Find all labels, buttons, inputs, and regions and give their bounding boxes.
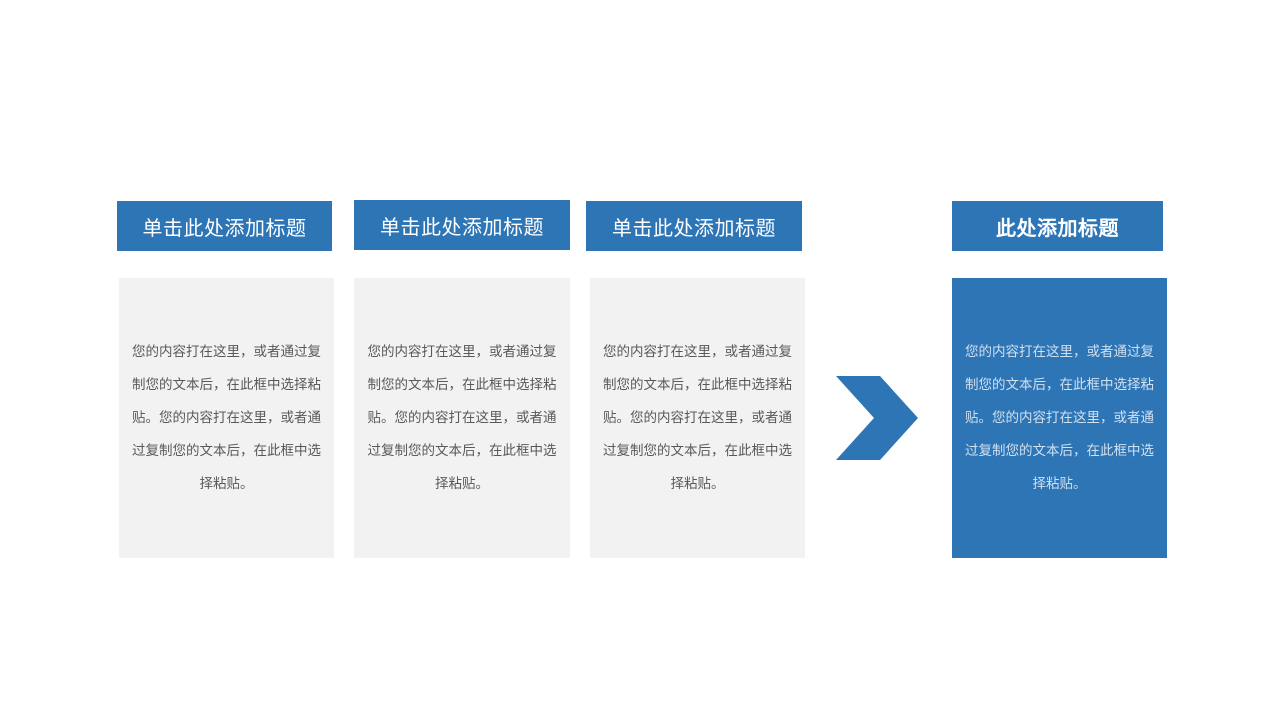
chevron-right-icon — [836, 376, 918, 460]
result-title[interactable]: 此处添加标题 — [952, 201, 1163, 251]
column-3-title-text: 单击此处添加标题 — [612, 215, 776, 240]
column-3-content-box[interactable]: 您的内容打在这里，或者通过复制您的文本后，在此框中选择粘贴。您的内容打在这里，或… — [590, 278, 805, 558]
column-1-title-text: 单击此处添加标题 — [142, 215, 307, 240]
column-2-body-text: 您的内容打在这里，或者通过复制您的文本后，在此框中选择粘贴。您的内容打在这里，或… — [367, 343, 557, 492]
column-3-body-text: 您的内容打在这里，或者通过复制您的文本后，在此框中选择粘贴。您的内容打在这里，或… — [603, 343, 792, 492]
column-2-title[interactable]: 单击此处添加标题 — [354, 200, 570, 250]
column-3-title[interactable]: 单击此处添加标题 — [586, 201, 802, 251]
result-content-box[interactable]: 您的内容打在这里，或者通过复制您的文本后，在此框中选择粘贴。您的内容打在这里，或… — [952, 278, 1167, 558]
result-title-text: 此处添加标题 — [996, 215, 1119, 240]
column-2-title-text: 单击此处添加标题 — [380, 214, 544, 239]
result-body-text: 您的内容打在这里，或者通过复制您的文本后，在此框中选择粘贴。您的内容打在这里，或… — [965, 343, 1154, 492]
column-2-content-box[interactable]: 您的内容打在这里，或者通过复制您的文本后，在此框中选择粘贴。您的内容打在这里，或… — [354, 278, 570, 558]
column-1-body-text: 您的内容打在这里，或者通过复制您的文本后，在此框中选择粘贴。您的内容打在这里，或… — [132, 343, 321, 492]
column-1-content-box[interactable]: 您的内容打在这里，或者通过复制您的文本后，在此框中选择粘贴。您的内容打在这里，或… — [119, 278, 334, 558]
column-1-title[interactable]: 单击此处添加标题 — [117, 201, 332, 251]
